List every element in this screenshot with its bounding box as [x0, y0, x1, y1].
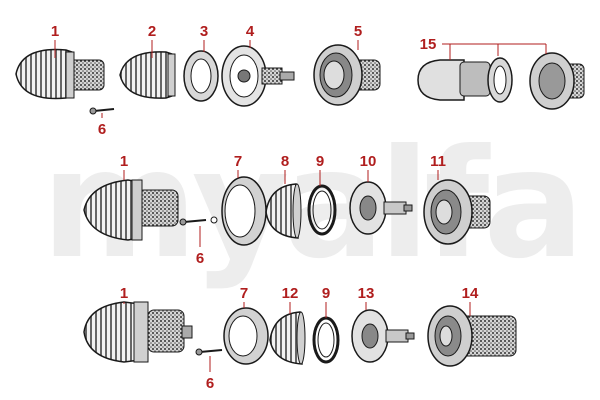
callout-numbers: 1 2 3 4 5 6 15 1 7 8 9 10 11 6 1 7 12 9 … [51, 23, 479, 392]
callout-9: 9 [316, 153, 324, 170]
callout-6: 6 [98, 121, 106, 138]
callout-6-row3: 6 [206, 375, 214, 392]
row1-leaders [54, 40, 547, 118]
part-2-lens [119, 51, 176, 99]
part-1-lamp-assembly-row2 [83, 179, 179, 241]
part-13-bulb-holder [351, 309, 415, 363]
part-11-housing [423, 179, 491, 245]
callout-1-row3: 1 [120, 285, 128, 302]
part-10-bulb-holder [349, 181, 413, 235]
part-9-gasket-row3 [312, 316, 340, 364]
part-4-reflector-base [221, 45, 295, 107]
row2-leaders [123, 170, 439, 247]
part-15-lamp-kit [417, 52, 585, 110]
part-5-housing [313, 44, 381, 106]
callout-3: 3 [200, 23, 208, 40]
callout-10: 10 [360, 153, 377, 170]
callout-5: 5 [354, 23, 362, 40]
part-12-lens [269, 311, 306, 365]
callout-6-row2: 6 [196, 250, 204, 267]
part-7-bezel-ring [221, 176, 267, 246]
callout-15: 15 [420, 36, 437, 53]
part-6-screw-row2 [179, 216, 218, 226]
callout-1-row2: 1 [120, 153, 128, 170]
callout-7: 7 [234, 153, 242, 170]
callout-8: 8 [281, 153, 289, 170]
part-9-gasket [307, 184, 337, 236]
callout-2: 2 [148, 23, 156, 40]
part-6-screw [89, 107, 115, 115]
callout-11: 11 [430, 153, 446, 170]
part-8-lens [265, 183, 302, 239]
callout-13: 13 [358, 285, 375, 302]
part-6-screw-row3 [195, 348, 223, 356]
callout-7-row3: 7 [240, 285, 248, 302]
part-3-gasket [183, 50, 219, 102]
callout-14: 14 [462, 285, 479, 302]
part-1-lamp-assembly [15, 48, 105, 100]
part-7-bezel-ring-row3 [223, 307, 269, 365]
row3-leaders [123, 302, 471, 372]
part-1-lamp-assembly-row3 [83, 301, 193, 363]
callout-4: 4 [246, 23, 255, 40]
callout-9-row3: 9 [322, 285, 330, 302]
callout-12: 12 [282, 285, 299, 302]
part-14-housing [427, 305, 517, 367]
callout-1: 1 [51, 23, 59, 40]
